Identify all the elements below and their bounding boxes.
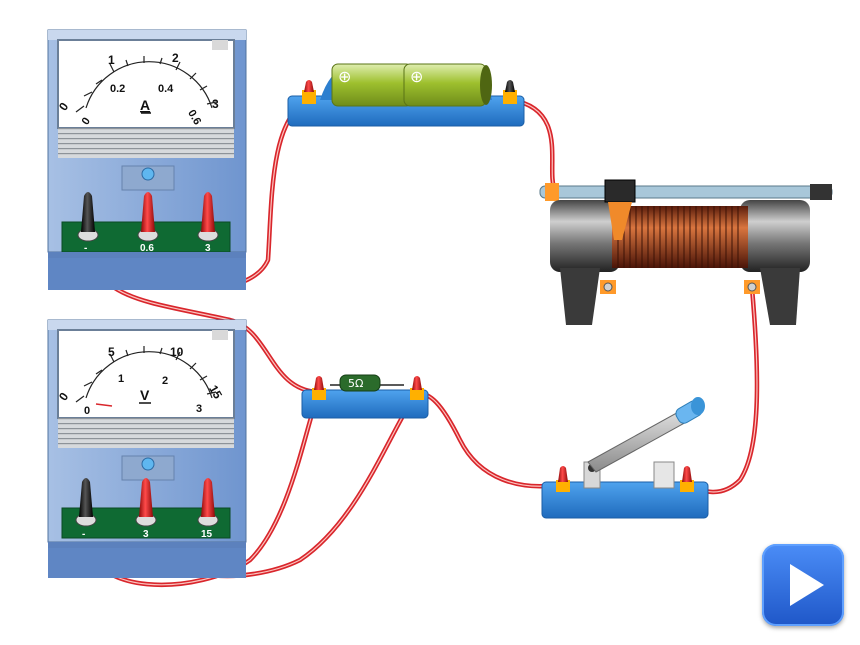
rheostat-terminal-left[interactable] <box>600 280 616 294</box>
battery-holder: ⊕ ⊕ <box>287 63 525 127</box>
voltmeter-terminal-label-3: 3 <box>143 529 149 540</box>
ammeter-terminal-label-06: 0.6 <box>140 243 154 254</box>
ammeter-inner-tick-2: 0.4 <box>158 83 174 95</box>
voltmeter-inner-tick-3: 3 <box>196 403 202 415</box>
battery-cell-2-symbol: ⊕ <box>410 67 423 86</box>
battery-terminal-right[interactable] <box>503 80 517 104</box>
knife-switch[interactable] <box>541 397 709 519</box>
rheostat-right-leg <box>760 268 800 325</box>
rheostat-coil <box>612 206 748 268</box>
ammeter-unit-label: A <box>140 97 150 113</box>
ammeter-inner-tick-1: 0.2 <box>110 83 125 95</box>
ammeter-terminal-label-3: 3 <box>205 243 211 254</box>
rheostat <box>539 179 833 325</box>
voltmeter-outer-tick-2: 10 <box>170 345 184 359</box>
switch-terminal-left[interactable] <box>556 466 570 492</box>
rheostat-terminal-right[interactable] <box>744 280 760 294</box>
ammeter-vents <box>58 128 234 158</box>
voltmeter-terminal-label-15: 15 <box>201 529 213 540</box>
voltmeter-inner-tick-1: 1 <box>118 373 124 385</box>
ammeter-terminal-3[interactable] <box>197 192 219 242</box>
battery-cell-2: ⊕ <box>403 63 487 107</box>
ammeter-scale-ticks <box>75 56 217 113</box>
voltmeter-inner-tick-0: 0 <box>84 405 90 417</box>
voltmeter-scale-ticks <box>75 346 217 403</box>
resistor-terminal-right[interactable] <box>410 376 424 400</box>
voltmeter-terminal-label-neg: - <box>82 529 85 540</box>
wire-rheostat-to-switch <box>685 285 760 495</box>
ammeter-outer-tick-1: 1 <box>108 53 115 67</box>
voltmeter-outer-tick-1: 5 <box>108 345 115 359</box>
ammeter-dial-face <box>57 39 235 129</box>
voltmeter-inner-tick-2: 2 <box>162 375 168 387</box>
voltmeter-terminal-15[interactable] <box>197 478 219 527</box>
rheostat-left-leg <box>560 268 600 325</box>
voltmeter-zero-adjust-screw[interactable] <box>141 457 155 471</box>
switch-base <box>541 481 709 519</box>
resistor-terminal-left[interactable] <box>312 376 326 400</box>
battery-terminal-left[interactable] <box>302 80 316 104</box>
switch-terminal-right[interactable] <box>680 466 694 492</box>
rheostat-left-cap <box>550 200 620 272</box>
voltmeter-terminal-3[interactable] <box>135 478 157 527</box>
voltmeter-outer-tick-3: 15 <box>206 383 225 402</box>
ammeter: 0 1 2 3 0 0.2 0.4 0.6 A - 0.6 3 <box>47 29 247 290</box>
voltmeter-terminal-neg[interactable] <box>75 478 97 527</box>
resistor-label: 5Ω <box>348 377 363 390</box>
ammeter-zero-adjust-screw[interactable] <box>141 167 155 181</box>
battery-cell-1-symbol: ⊕ <box>338 67 351 86</box>
rheostat-right-cap <box>740 200 810 272</box>
switch-handle[interactable] <box>674 397 705 425</box>
switch-lever[interactable] <box>587 409 691 473</box>
ammeter-terminal-neg[interactable] <box>77 192 99 242</box>
play-icon <box>790 564 824 606</box>
voltmeter-needle <box>95 403 113 407</box>
voltmeter-unit-label: V <box>140 387 150 403</box>
play-button[interactable] <box>762 544 844 626</box>
voltmeter-vents <box>58 418 234 448</box>
resistor-body <box>339 374 381 392</box>
rheostat-slider[interactable] <box>604 179 636 240</box>
ammeter-outer-tick-3: 3 <box>212 97 219 111</box>
ammeter-terminal-label-neg: - <box>84 243 87 254</box>
ammeter-inner-tick-0: 0 <box>80 115 93 127</box>
ammeter-outer-tick-2: 2 <box>172 51 179 65</box>
ammeter-terminal-06[interactable] <box>137 192 159 242</box>
rheostat-slide-rod <box>539 185 833 199</box>
battery-cell-1: ⊕ <box>331 63 413 107</box>
voltmeter: 0 5 10 15 0 1 2 3 V - 3 15 <box>47 319 247 578</box>
resistor: 5Ω <box>301 374 429 419</box>
